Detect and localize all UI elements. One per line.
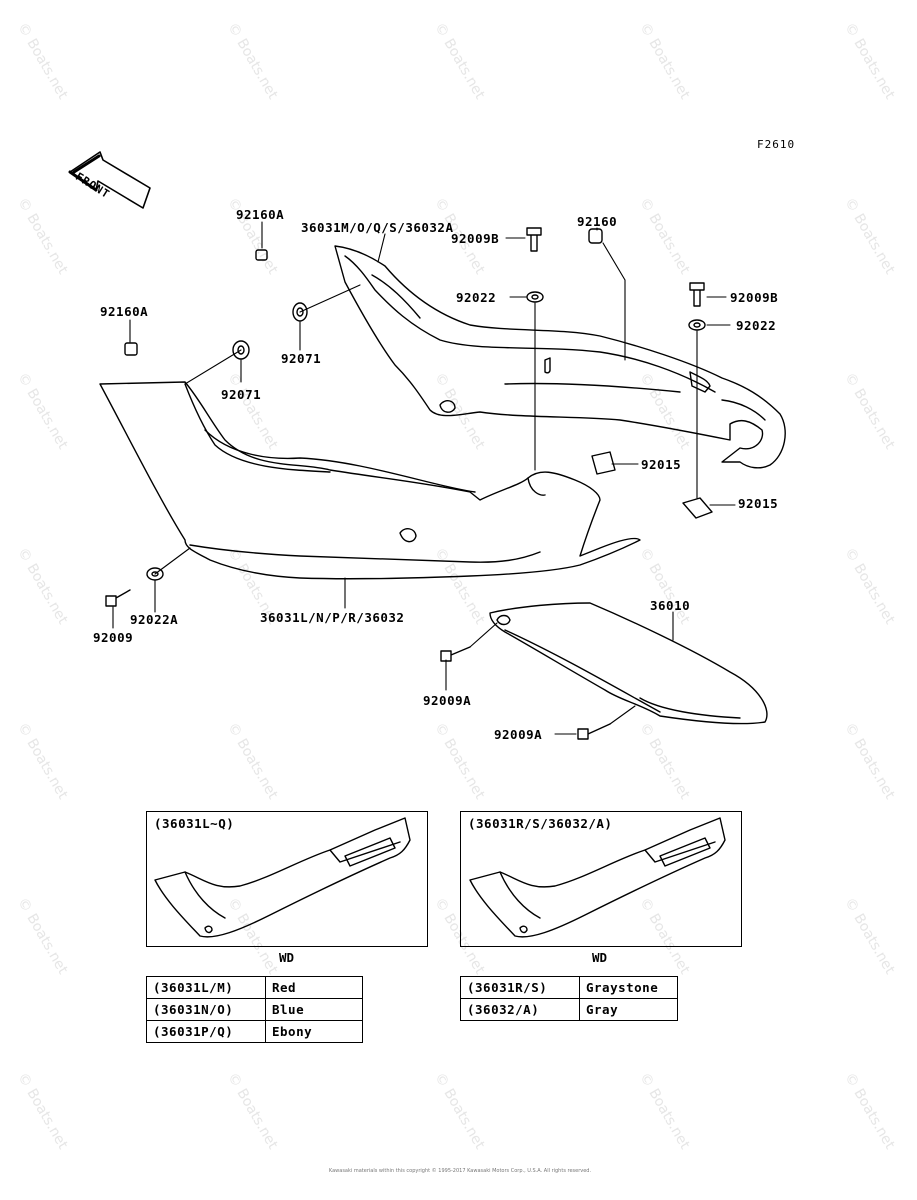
part-label-36010: 36010 [650,598,691,613]
lower-side-cover-shape [99,381,641,580]
table-row: (36031P/Q) Ebony [146,1020,363,1043]
part-label-92009a-2: 92009A [494,727,543,742]
color-name-cell: Blue [265,998,363,1021]
inset-left-title: (36031L~Q) [154,816,235,831]
color-code-cell: (36032/A) [460,998,580,1021]
color-table-left: (36031L/M) Red (36031N/O) Blue (36031P/Q… [146,976,363,1043]
part-label-36031l: 36031L/N/P/R/36032 [260,610,405,625]
part-label-92160a-left: 92160A [100,304,149,319]
tail-cover-shape [489,602,768,725]
part-label-92015-1: 92015 [641,457,682,472]
inset-right-title: (36031R/S/36032/A) [468,816,613,831]
part-label-92022-2: 92022 [736,318,777,333]
part-label-92009a-1: 92009A [423,693,472,708]
table-row: (36031N/O) Blue [146,998,363,1021]
color-code-cell: (36031L/M) [146,976,266,999]
part-label-92160a-top: 92160A [236,207,285,222]
copyright-footer: Kawasaki materials within this copyright… [328,1168,592,1174]
part-label-92009: 92009 [93,630,134,645]
color-name-cell: Graystone [579,976,678,999]
part-label-92022-1: 92022 [456,290,497,305]
table-row: (36031R/S) Graystone [460,976,678,999]
inset-left-caption: WD [279,950,295,965]
inset-right-drawing [469,817,726,938]
table-row: (36032/A) Gray [460,998,678,1021]
hardware-parts [105,227,713,740]
color-table-right: (36031R/S) Graystone (36032/A) Gray [460,976,678,1021]
front-arrow-icon [68,151,151,209]
color-name-cell: Gray [579,998,678,1021]
inset-box-right: (36031R/S/36032/A) [460,811,742,947]
color-code-cell: (36031R/S) [460,976,580,999]
part-label-92022a: 92022A [130,612,179,627]
part-label-92015-2: 92015 [738,496,779,511]
part-label-92009b-2: 92009B [730,290,779,305]
leader-lines [112,221,736,735]
table-row: (36031L/M) Red [146,976,363,999]
color-name-cell: Red [265,976,363,999]
inset-right-caption: WD [592,950,608,965]
color-code-cell: (36031P/Q) [146,1020,266,1043]
inset-box-left: (36031L~Q) [146,811,428,947]
part-label-92009b-1: 92009B [451,231,500,246]
part-label-92071-2: 92071 [221,387,262,402]
figure-code: F2610 [757,138,796,151]
part-label-92071-1: 92071 [281,351,322,366]
part-label-92160: 92160 [577,214,618,229]
color-code-cell: (36031N/O) [146,998,266,1021]
inset-left-drawing [154,817,411,938]
upper-side-cover-shape [334,245,786,469]
part-label-36031m: 36031M/O/Q/S/36032A [301,220,454,235]
color-name-cell: Ebony [265,1020,363,1043]
